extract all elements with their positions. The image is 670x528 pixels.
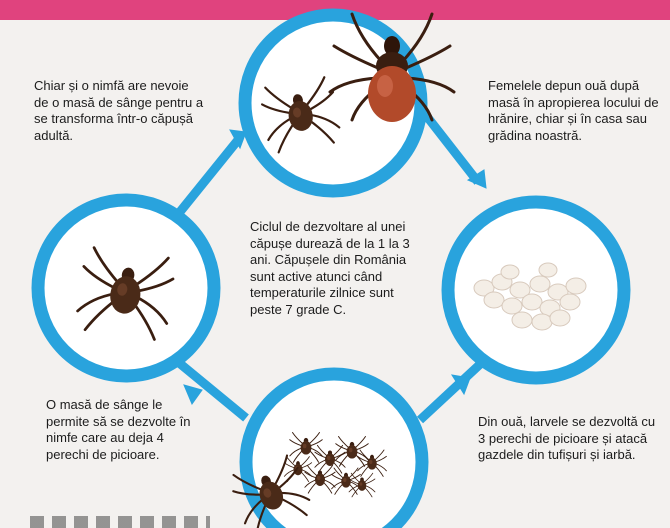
caption-blood-meal-to-nymph: O masă de sânge le permite să se dezvolt… xyxy=(46,397,206,463)
cropped-heading-fragment xyxy=(30,516,210,528)
caption-female-lays-eggs: Femelele depun ouă după masă în apropier… xyxy=(488,78,663,144)
arrow-top-to-right xyxy=(418,105,478,182)
caption-nymph-needs-blood: Chiar și o nimfă are nevoie de o masă de… xyxy=(34,78,204,144)
arrow-left-to-top xyxy=(175,140,238,218)
caption-eggs-to-larvae: Din ouă, larvele se dezvoltă cu 3 perech… xyxy=(478,414,658,464)
caption-life-cycle-duration: Ciclul de dezvoltare al unei căpușe dure… xyxy=(250,219,410,318)
